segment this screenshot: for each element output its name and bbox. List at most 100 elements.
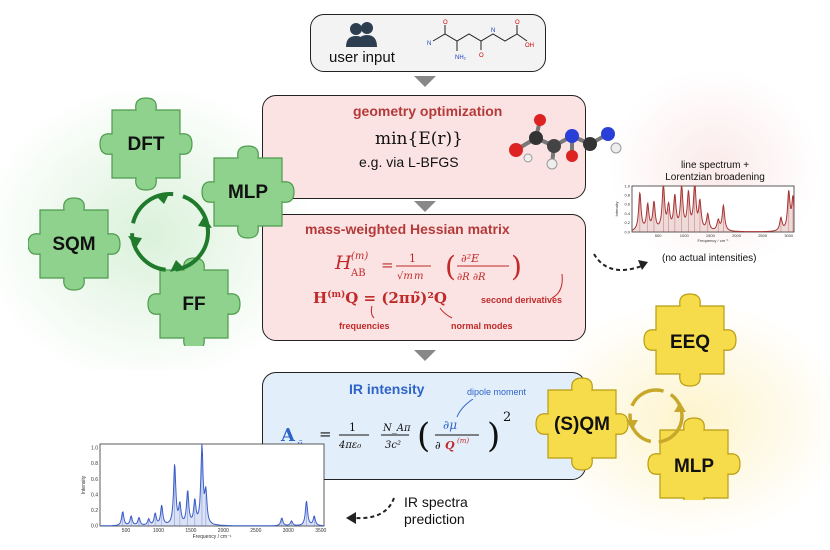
dashed-arrow-right	[593, 253, 648, 271]
x-tick-label: 1500	[706, 233, 716, 238]
svg-text:=: =	[319, 425, 332, 443]
dashed-arrow-left	[346, 497, 395, 524]
svg-text:1: 1	[409, 252, 416, 265]
svg-text:4πε₀: 4πε₀	[338, 440, 361, 451]
red-glow	[600, 60, 830, 280]
y-tick-label: 0.8	[624, 193, 630, 198]
svg-text:O: O	[479, 53, 484, 59]
geometry-formula: min{E(r)}	[375, 129, 463, 149]
y-axis-label: Intensity	[81, 475, 87, 494]
line-spectrum-chart: 500 1000 1500 2000 2500 3000 0.0 0.2 0.4 0.6 0.8 1.…	[614, 184, 795, 243]
y-tick-label: 0.8	[91, 461, 98, 467]
dipole-moment-label: dipole moment	[467, 387, 527, 397]
spectrum-area	[100, 444, 324, 526]
ir-title: IR intensity	[349, 381, 425, 397]
y-tick-label: 0.2	[624, 220, 630, 225]
user-input-box: user input N O O NH₂ N O OH	[310, 14, 546, 72]
svg-text:H: H	[334, 252, 352, 274]
svg-text:(: (	[445, 250, 456, 283]
svg-text:=: =	[381, 256, 394, 274]
svg-text:A: A	[280, 425, 296, 446]
ir-formula: A ν̃ₚ = 1 4πε₀ N_Aπ 3c² ( ∂μ ∂ Q (m) ) 2	[280, 399, 511, 456]
x-tick-label: 2000	[732, 233, 742, 238]
svg-text:∂: ∂	[435, 439, 441, 452]
x-tick-label: 1500	[185, 528, 196, 534]
molecule-3d-icon	[509, 114, 622, 170]
x-tick-label: 3000	[283, 528, 294, 534]
hessian-annotation-arrows	[370, 273, 563, 319]
dft-label: DFT	[127, 134, 165, 155]
x-tick-label: 2500	[250, 528, 261, 534]
svg-text:m: m	[414, 271, 423, 282]
sqm-label-right: (S)QM	[554, 414, 610, 435]
svg-text:∂μ: ∂μ	[443, 418, 457, 432]
y-tick-label: 0.6	[91, 477, 98, 483]
left-puzzle-cycle	[28, 97, 295, 346]
hessian-title: mass-weighted Hessian matrix	[305, 221, 510, 237]
svg-text:1: 1	[349, 421, 356, 434]
arrow-down-2	[414, 201, 436, 212]
geometry-title: geometry optimization	[353, 103, 503, 119]
frequencies-label: frequencies	[339, 321, 390, 331]
x-tick-label: 2000	[218, 528, 229, 534]
x-tick-label: 500	[122, 528, 131, 534]
users-icon	[346, 22, 377, 47]
plot-frame	[631, 185, 795, 233]
right-puzzle-cycle	[535, 293, 741, 500]
x-axis-label: Frequency / cm⁻¹	[697, 238, 729, 243]
eigen-equation: H(m)Q = (2πν̃)²Q	[313, 289, 447, 307]
y-tick-label: 1.0	[624, 184, 630, 188]
x-tick-label: 3500	[315, 528, 326, 534]
svg-text:∂²E: ∂²E	[461, 252, 479, 265]
geometry-method: e.g. via L-BFGS	[359, 154, 459, 170]
svg-text:(: (	[417, 416, 430, 456]
y-tick-label: 0.0	[624, 229, 630, 234]
ir-spectra-caption: IR spectra prediction	[404, 494, 468, 527]
ff-label: FF	[182, 294, 206, 315]
plot-frame	[99, 443, 325, 527]
line-spectrum-note: (no actual intensities)	[662, 253, 757, 264]
svg-text:O: O	[443, 20, 448, 26]
svg-text:2: 2	[503, 410, 511, 425]
svg-text:Q: Q	[445, 439, 455, 452]
second-derivatives-label: second derivatives	[481, 295, 563, 305]
normal-modes-label: normal modes	[451, 321, 513, 331]
svg-text:NH₂: NH₂	[455, 55, 467, 61]
svg-text:): )	[511, 250, 522, 283]
arrow-down-1	[414, 76, 436, 87]
svg-text:(m): (m)	[351, 251, 368, 262]
svg-text:N_Aπ: N_Aπ	[382, 423, 411, 434]
line-spectrum-caption: line spectrum + Lorentzian broadening	[665, 160, 765, 183]
x-tick-label: 1000	[680, 233, 690, 238]
molecule-structure-icon: N O O NH₂ N O OH	[427, 20, 534, 61]
spectrum-line	[631, 185, 795, 233]
arrow-down-3	[414, 350, 436, 361]
y-axis-label: Intensity	[614, 202, 619, 217]
spectrum-line	[100, 443, 325, 527]
hessian-matrix-box: mass-weighted Hessian matrix H (m) AB = …	[262, 214, 586, 341]
svg-text:): )	[487, 416, 500, 456]
svg-text:N: N	[427, 41, 431, 47]
svg-text:N: N	[491, 28, 495, 34]
y-tick-label: 0.6	[624, 202, 630, 207]
y-tick-label: 1.0	[91, 446, 98, 452]
svg-text:O: O	[515, 20, 520, 26]
x-tick-label: 2500	[758, 233, 768, 238]
x-tick-label: 500	[655, 233, 662, 238]
svg-text:(m): (m)	[457, 437, 469, 445]
user-input-label: user input	[329, 49, 395, 66]
x-tick-label: 3000	[784, 233, 794, 238]
svg-text:√m: √m	[397, 271, 413, 282]
svg-text:OH: OH	[525, 43, 534, 49]
eeq-label: EEQ	[669, 332, 711, 353]
svg-text:AB: AB	[350, 268, 366, 279]
y-tick-label: 0.4	[624, 211, 630, 216]
y-tick-label: 0.2	[91, 508, 98, 514]
x-axis-label: Frequency / cm⁻¹	[193, 534, 232, 540]
svg-text:∂R ∂R: ∂R ∂R	[457, 272, 486, 283]
x-tick-label: 1000	[153, 528, 164, 534]
spectrum-area	[632, 186, 794, 232]
y-tick-label: 0.0	[91, 524, 98, 530]
